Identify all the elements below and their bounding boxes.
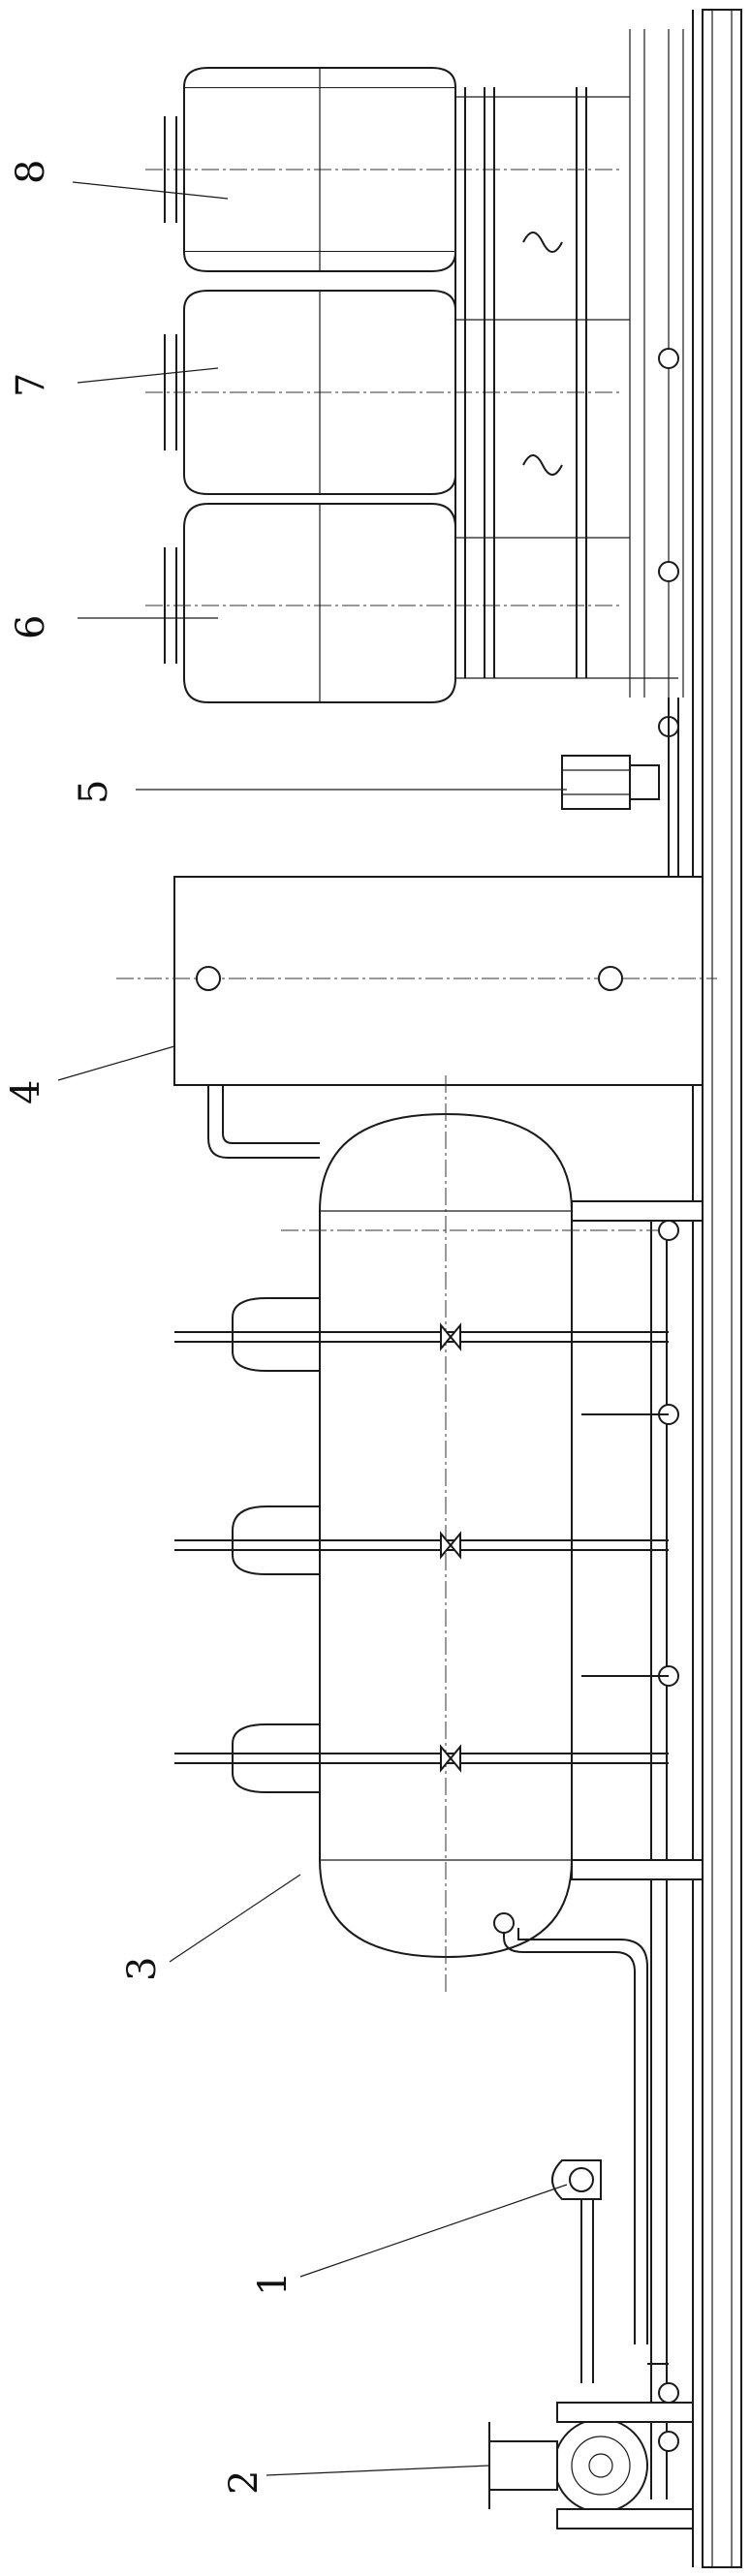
- main-pipe: [629, 29, 684, 2499]
- label-8: 8: [9, 160, 53, 184]
- vessel-8: [145, 67, 620, 272]
- label-6: 6: [9, 615, 53, 639]
- label-5: 5: [72, 780, 116, 804]
- outlet-piping: [493, 1912, 648, 2383]
- base-skid: [692, 9, 742, 2568]
- filter-piping: [454, 87, 679, 737]
- pump-5: [561, 698, 679, 882]
- vessel-6: [145, 503, 620, 703]
- label-7: 7: [9, 373, 53, 397]
- vessel-7: [145, 290, 620, 495]
- tank-4: [116, 876, 717, 1159]
- label-4: 4: [4, 1080, 48, 1104]
- label-1: 1: [251, 2272, 296, 2296]
- pump-2: [488, 2363, 694, 2529]
- leader-lines: [57, 181, 568, 2476]
- label-2: 2: [222, 2470, 266, 2495]
- vessel-3: [174, 1075, 704, 1996]
- label-3: 3: [120, 1957, 165, 1981]
- item-labels: 8 7 6 5 4 3 1 2: [4, 160, 296, 2495]
